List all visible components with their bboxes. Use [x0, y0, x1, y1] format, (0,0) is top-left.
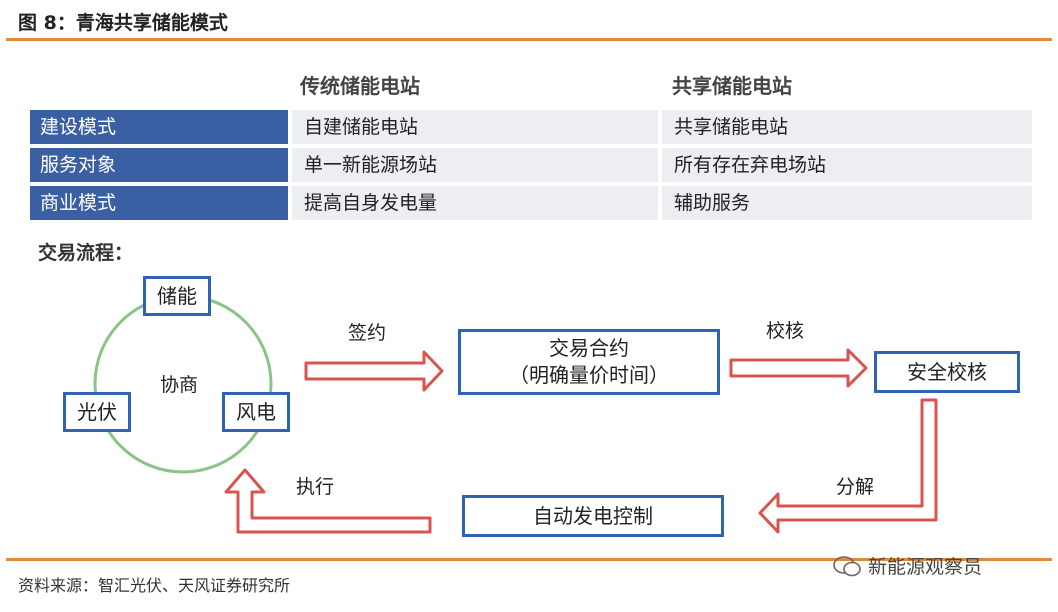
node-storage: 储能	[143, 276, 211, 316]
column-header-shared: 共享储能电站	[672, 74, 792, 98]
trade-contract-box: 交易合约 （明确量价时间）	[458, 329, 720, 395]
trade-contract-line1: 交易合约	[549, 336, 629, 360]
trade-contract-line2: （明确量价时间）	[509, 363, 669, 387]
cell-business-traditional: 提高自身发电量	[292, 186, 658, 220]
cell-service-shared: 所有存在弃电场站	[662, 148, 1032, 182]
decompose-label: 分解	[836, 476, 875, 498]
sign-arrow	[304, 350, 444, 392]
cell-construction-traditional: 自建储能电站	[292, 110, 658, 144]
cell-service-traditional: 单一新能源场站	[292, 148, 658, 182]
source-note: 资料来源：智汇光伏、天风证券研究所	[18, 576, 291, 595]
security-check-box: 安全校核	[874, 351, 1020, 393]
generation-control-box: 自动发电控制	[462, 495, 724, 537]
negotiation-label: 协商	[160, 374, 199, 396]
sign-label: 签约	[348, 322, 387, 344]
check-arrow	[729, 348, 868, 388]
row-label-construction: 建设模式	[30, 110, 288, 144]
cell-construction-shared: 共享储能电站	[662, 110, 1032, 144]
node-solar: 光伏	[63, 392, 131, 432]
figure-title: 图 8：青海共享储能模式	[18, 12, 228, 34]
bottom-rule	[6, 558, 1052, 561]
watermark-text: 新能源观察员	[868, 556, 983, 578]
process-title: 交易流程：	[38, 242, 134, 264]
execute-label: 执行	[296, 476, 335, 498]
cell-business-shared: 辅助服务	[662, 186, 1032, 220]
watermark: 新能源观察员	[832, 552, 982, 579]
column-header-traditional: 传统储能电站	[300, 74, 420, 98]
check-label: 校核	[766, 320, 805, 342]
decompose-arrow	[758, 398, 938, 534]
node-wind: 风电	[222, 392, 290, 432]
wechat-icon	[833, 555, 861, 576]
row-label-service: 服务对象	[30, 148, 288, 182]
top-rule	[6, 38, 1052, 41]
row-label-business: 商业模式	[30, 186, 288, 220]
execute-arrow	[224, 468, 432, 534]
